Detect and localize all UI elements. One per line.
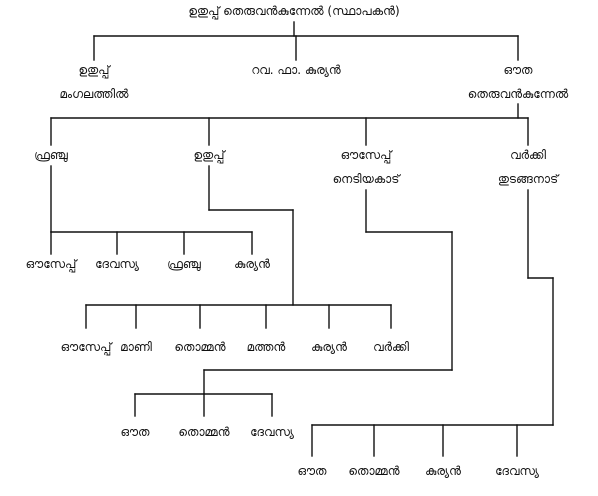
gen1-child-2-name: റവ. ഫാ. കുര്യൻ (251, 63, 341, 77)
uthup-child-1: ഔസേപ്പ് (60, 340, 112, 354)
gen1-child-1-name: ഉതുപ്പ് (78, 63, 110, 77)
gen1-child-3-name: ഔത (503, 63, 533, 77)
francis-child-4: കുര്യൻ (234, 257, 270, 271)
gen2-child-4-name: വർക്കി (510, 148, 546, 162)
ouseph-child-3: ദേവസ്യ (250, 425, 294, 439)
varkey-child-4: ദേവസ്യ (495, 464, 539, 478)
uthup-child-3: തൊമ്മൻ (174, 340, 226, 354)
gen1-child-3-house: തെരുവൻകുന്നേൽ (467, 87, 569, 101)
uthup-child-4: മത്തൻ (246, 340, 286, 354)
gen1-child-1-house: മംഗലത്തിൽ (59, 87, 129, 101)
uthup-child-5: കുര്യൻ (311, 340, 347, 354)
gen2-child-1-name: ഫ്രഞ്ചു (34, 148, 68, 162)
ouseph-child-2: തൊമ്മൻ (178, 425, 230, 439)
gen2-child-3-name: ഔസേപ്പ് (340, 148, 392, 162)
ouseph-child-1: ഔത (120, 425, 150, 439)
gen2-child-3-house: നെടിയകാട് (332, 172, 400, 186)
uthup-child-6: വർക്കി (373, 340, 409, 354)
gen2-child-2-name: ഉതുപ്പ് (193, 148, 225, 162)
varkey-child-2: തൊമ്മൻ (348, 464, 400, 478)
root-founder-label: ഉതുപ്പ് തെരുവൻകുന്നേൽ (സ്ഥാപകൻ) (188, 4, 400, 18)
francis-child-2: ദേവസ്യ (95, 257, 139, 271)
varkey-child-1: ഔത (297, 464, 327, 478)
uthup-child-2: മാണി (120, 340, 152, 354)
francis-child-3: ഫ്രഞ്ചു (167, 257, 201, 271)
gen2-child-4-house: തുടങ്ങനാട് (497, 172, 559, 186)
francis-child-1: ഔസേപ്പ് (25, 257, 77, 271)
varkey-child-3: കുര്യൻ (425, 464, 461, 478)
